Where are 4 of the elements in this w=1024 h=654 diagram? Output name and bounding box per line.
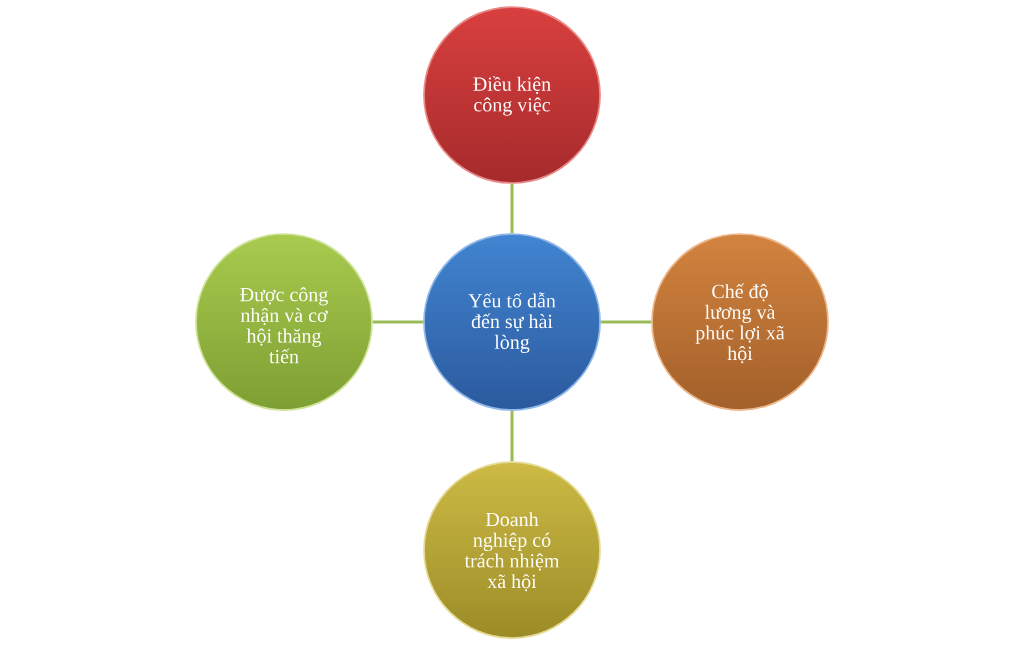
connector-line xyxy=(510,183,514,234)
connector-line xyxy=(510,410,514,462)
connector-line xyxy=(600,320,652,324)
connector-line xyxy=(372,320,424,324)
